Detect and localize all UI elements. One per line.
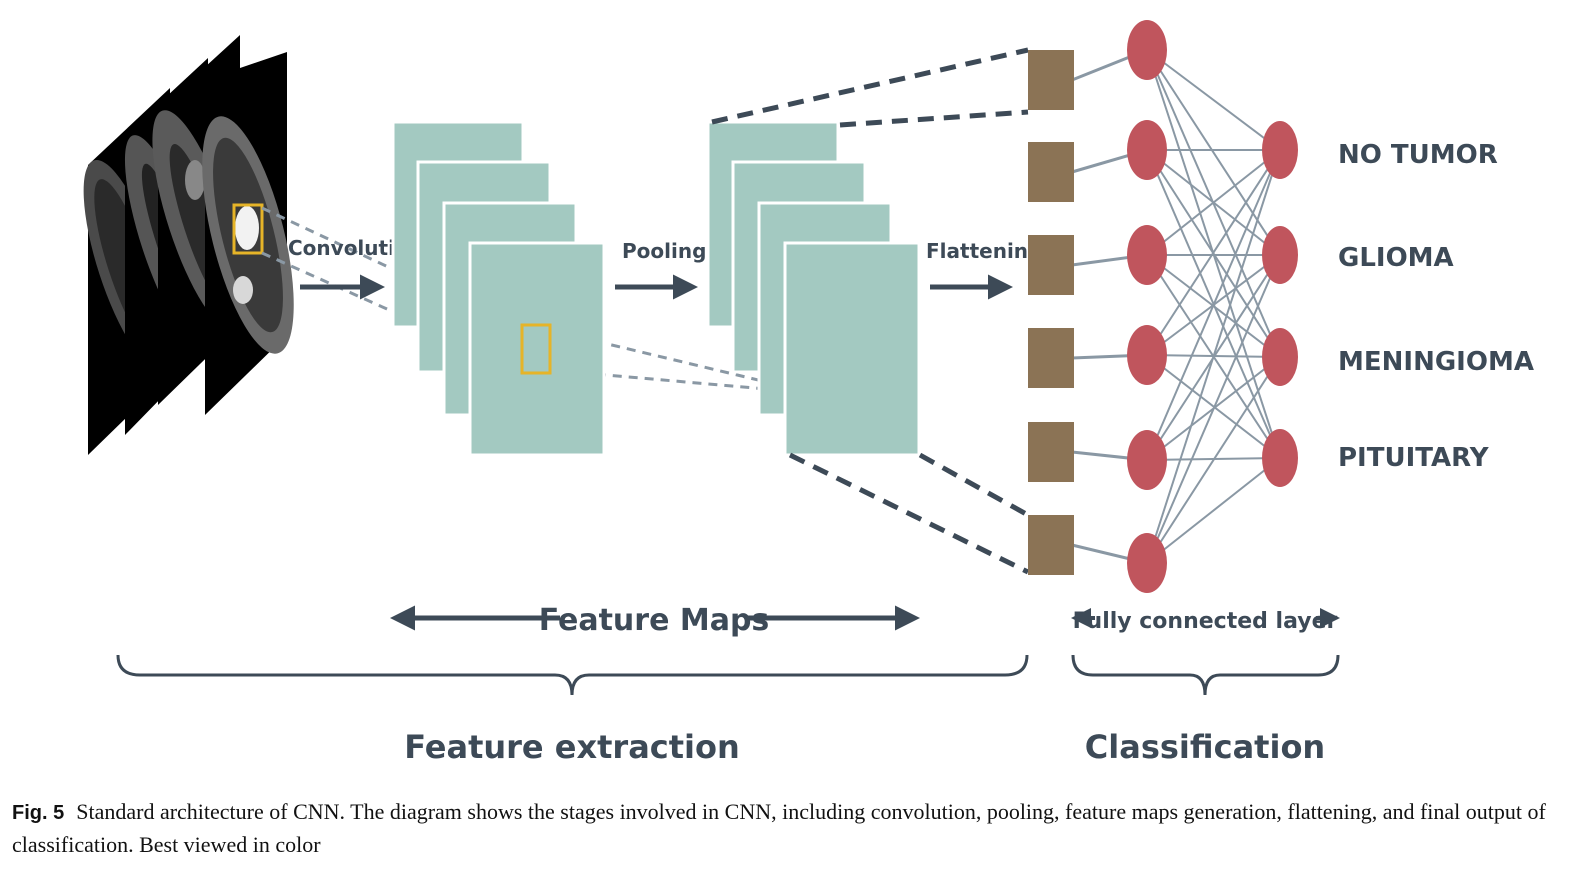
flattened-unit <box>1028 328 1074 388</box>
flattened-vector <box>1028 50 1074 575</box>
connection-line <box>1146 49 1281 256</box>
hidden-node <box>1127 430 1167 490</box>
output-node <box>1262 328 1298 386</box>
connection-line <box>1146 356 1281 564</box>
cnn-architecture-diagram: Convolution Pooling Flattening NO TUMOR … <box>83 20 1534 766</box>
mri-input-stack <box>83 35 294 455</box>
feature-map <box>468 241 606 457</box>
classification-label: Classification <box>1085 728 1325 766</box>
output-node <box>1262 226 1298 284</box>
output-layer <box>1262 121 1298 487</box>
flattening-label: Flattening <box>926 239 1042 263</box>
connection-line <box>1146 149 1281 356</box>
hidden-node <box>1127 120 1167 180</box>
hidden-node <box>1127 533 1167 593</box>
feature-map <box>783 241 921 457</box>
output-class-labels: NO TUMOR GLIOMA MENINGIOMA PITUITARY <box>1338 140 1534 473</box>
pooling-label: Pooling <box>622 239 706 263</box>
connection-line <box>1146 149 1281 461</box>
figure-label: Fig. 5 <box>12 802 65 824</box>
convolution-kernel-highlight <box>232 203 264 255</box>
hidden-layer <box>1127 20 1167 593</box>
class-label-meningioma: MENINGIOMA <box>1338 347 1534 377</box>
pooling-window-highlight <box>520 323 552 375</box>
feature-extraction-brace <box>116 654 1029 696</box>
connection-line <box>1146 457 1281 564</box>
flatten-projection-lines <box>711 47 1030 575</box>
feature-maps-label: Feature Maps <box>539 603 770 638</box>
fully-connected-label: Fully connected layer <box>1073 609 1338 634</box>
flattened-unit <box>1028 142 1074 202</box>
mri-slice-front <box>202 52 294 415</box>
hidden-node <box>1127 20 1167 80</box>
classification-brace <box>1071 654 1340 696</box>
flattened-unit <box>1028 515 1074 575</box>
figure-caption-text: Standard architecture of CNN. The diagra… <box>12 799 1546 857</box>
connection-line <box>1146 49 1281 151</box>
hidden-node <box>1127 225 1167 285</box>
convolution-feature-maps <box>391 120 606 457</box>
flattened-unit <box>1028 235 1074 295</box>
connection-line <box>1146 149 1281 256</box>
pooled-feature-maps <box>706 120 921 457</box>
class-label-pituitary: PITUITARY <box>1338 443 1490 473</box>
flattened-unit <box>1028 422 1074 482</box>
hidden-node <box>1127 325 1167 385</box>
output-node <box>1262 429 1298 487</box>
class-label-glioma: GLIOMA <box>1338 243 1454 273</box>
feature-extraction-label: Feature extraction <box>404 728 740 766</box>
class-label-no-tumor: NO TUMOR <box>1338 140 1498 170</box>
output-node <box>1262 121 1298 179</box>
connection-line <box>1146 254 1281 564</box>
network-connections <box>1071 48 1281 565</box>
feature-maps-span: Feature Maps <box>390 603 920 638</box>
fully-connected-span: Fully connected layer <box>1071 608 1340 634</box>
flattened-unit <box>1028 50 1074 110</box>
connection-line <box>1146 149 1281 564</box>
